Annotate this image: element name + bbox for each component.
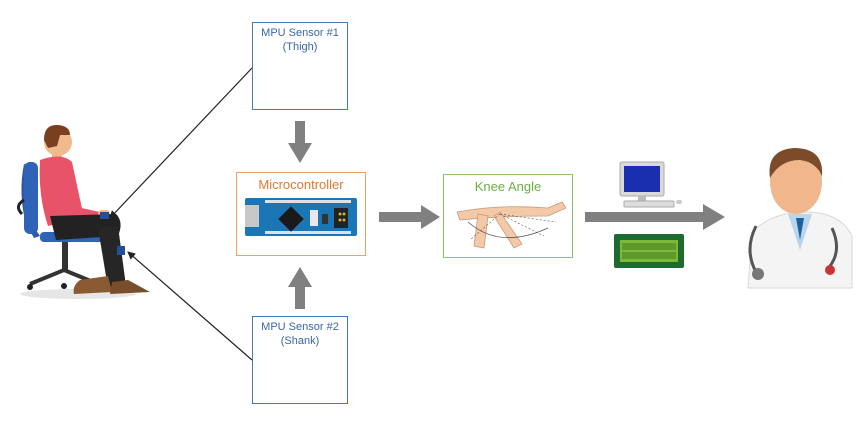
arrow-knee-to-doctor <box>585 204 725 230</box>
sensor-shank-title: MPU Sensor #2 <box>261 321 339 333</box>
microcontroller-label: Microcontroller <box>258 177 344 192</box>
sensor-shank-box: MPU Sensor #2 (Shank) <box>252 316 348 404</box>
arduino-board-illustration <box>245 198 357 236</box>
sensor-thigh-subtitle: (Thigh) <box>282 41 318 53</box>
arrow-mcu-to-knee <box>379 205 440 229</box>
thigh-connector-line <box>109 67 253 219</box>
lcd-display-illustration <box>614 234 684 268</box>
knee-angle-illustration <box>456 201 567 249</box>
knee-angle-label: Knee Angle <box>474 179 542 194</box>
computer-monitor-illustration <box>619 161 682 208</box>
sensor-shank-subtitle: (Shank) <box>280 335 320 347</box>
arrow-shank-to-mcu <box>288 267 312 309</box>
shank-connector-line <box>127 251 253 361</box>
microcontroller-box: Microcontroller <box>236 172 366 256</box>
arrow-thigh-to-mcu <box>288 121 312 163</box>
sensor-thigh-title: MPU Sensor #1 <box>261 27 339 39</box>
knee-angle-box: Knee Angle <box>443 174 573 258</box>
sensor-thigh-box: MPU Sensor #1 (Thigh) <box>252 22 348 110</box>
doctor-illustration <box>747 148 853 289</box>
seated-person-illustration <box>17 124 150 299</box>
